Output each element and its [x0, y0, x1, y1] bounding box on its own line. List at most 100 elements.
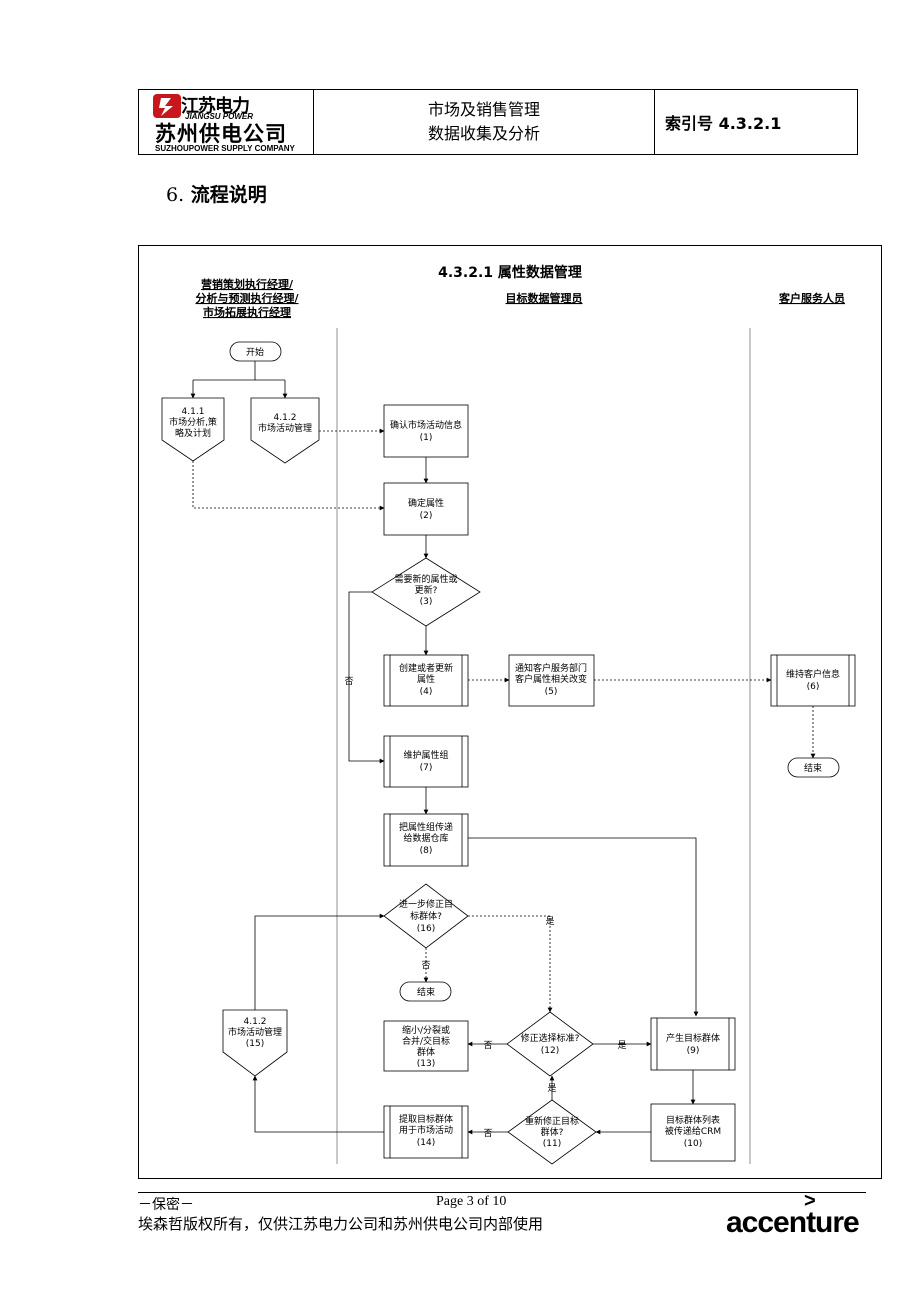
offpage-ref-4-1-1	[161, 397, 225, 462]
process-step-4	[383, 654, 469, 707]
process-step-8	[383, 813, 469, 867]
step10-id: (10)	[684, 1139, 702, 1149]
accenture-mark-icon: >	[804, 1190, 816, 1212]
start-label: 开始	[246, 346, 264, 358]
decision11-line2: 群体?	[541, 1126, 564, 1138]
step1-line1: 确认市场活动信息	[390, 419, 462, 431]
decision12-no-label: 否	[483, 1040, 492, 1051]
step8-line2: 给数据仓库	[403, 832, 448, 844]
step14-line1: 提取目标群体	[399, 1113, 453, 1125]
decision-12	[506, 1011, 594, 1077]
ref-411-num: 4.1.1	[182, 407, 205, 417]
step7-line1: 维护属性组	[403, 749, 448, 761]
decision16-yes-label: 是	[545, 916, 554, 927]
end2-label: 结束	[417, 986, 435, 998]
document-title: 市场及销售管理 数据收集及分析	[314, 90, 655, 154]
lane2-header: 目标数据管理员	[506, 291, 583, 305]
step13-id: (13)	[417, 1059, 435, 1069]
index-number: 索引号 4.3.2.1	[665, 114, 782, 133]
ref-412a-num: 4.1.2	[274, 413, 297, 423]
decision3-line1: 需要新的属性或	[394, 573, 457, 585]
process-step-14	[383, 1105, 469, 1159]
step8-line1: 把属性组传递	[399, 821, 453, 833]
process-flowchart: 4.3.2.1 属性数据管理 营销策划执行经理/ 分析与预测执行经理/ 市场拓展…	[138, 245, 882, 1179]
decision16-line2: 标群体?	[410, 910, 442, 922]
end-terminator-1	[787, 757, 840, 778]
decision12-line1: 修正选择标准?	[521, 1032, 580, 1044]
end-terminator-2	[399, 981, 452, 1002]
step4-line1: 创建或者更新	[399, 662, 453, 674]
flowchart-canvas: 4.3.2.1 属性数据管理 营销策划执行经理/ 分析与预测执行经理/ 市场拓展…	[161, 264, 856, 1165]
title-line-2: 数据收集及分析	[427, 124, 540, 143]
decision3-line2: 更新?	[415, 584, 438, 596]
decision3-no-label: 否	[344, 676, 353, 687]
decision11-yes-label: 是	[547, 1083, 556, 1094]
step4-line2: 属性	[417, 673, 435, 685]
step13-line2: 合并/交目标	[402, 1035, 450, 1047]
logo-company-text: 苏州供电公司	[155, 122, 287, 146]
decision11-no-label: 否	[483, 1128, 492, 1139]
footer-divider	[138, 1192, 866, 1193]
company-logo: 江苏电力 JIANGSU POWER 苏州供电公司 SUZHOUPOWER SU…	[139, 90, 314, 154]
process-step-1	[383, 404, 469, 458]
offpage-ref-4-1-2-top	[250, 397, 320, 464]
logo-brand-en: JIANGSU POWER	[185, 112, 254, 121]
step10-line2: 被传递给CRM	[665, 1125, 721, 1137]
decision12-id: (12)	[541, 1046, 559, 1056]
decision12-yes-label: 是	[617, 1040, 626, 1051]
step13-line3: 群体	[417, 1046, 435, 1058]
ref-412b-line1: 市场活动管理	[228, 1026, 282, 1038]
step14-id: (14)	[417, 1138, 435, 1148]
document-header: 江苏电力 JIANGSU POWER 苏州供电公司 SUZHOUPOWER SU…	[138, 89, 858, 155]
step4-id: (4)	[420, 687, 433, 697]
decision11-id: (11)	[543, 1139, 561, 1149]
step7-id: (7)	[420, 763, 433, 773]
step5-id: (5)	[545, 687, 558, 697]
decision16-no-label: 否	[421, 960, 430, 971]
decision11-line1: 重新修正目标	[525, 1115, 579, 1127]
logo-brand-text: 江苏电力	[181, 96, 250, 117]
jiangsu-power-logo-icon	[153, 94, 181, 118]
ref-411-line2: 略及计划	[175, 427, 211, 439]
ref-411-line1: 市场分析,策	[169, 416, 217, 428]
logo-company-en: SUZHOUPOWER SUPPLY COMPANY	[155, 144, 295, 153]
step2-line1: 确定属性	[408, 497, 444, 509]
process-step-2	[383, 482, 469, 536]
decision3-id: (3)	[420, 597, 433, 607]
ref-412a-line1: 市场活动管理	[258, 422, 312, 434]
step2-id: (2)	[420, 511, 433, 521]
step8-id: (8)	[420, 846, 433, 856]
title-line-1: 市场及销售管理	[427, 100, 540, 119]
confidential-label: －保密－	[138, 1197, 194, 1213]
step6-id: (6)	[807, 682, 820, 692]
accenture-logo: accenture	[726, 1206, 860, 1239]
offpage-ref-4-1-2-bottom	[222, 1009, 288, 1077]
process-step-9	[650, 1017, 736, 1071]
decision16-id: (16)	[417, 924, 435, 934]
process-step-13	[383, 1020, 469, 1072]
process-step-10	[650, 1103, 736, 1162]
lane1-header-line2: 分析与预测执行经理/	[195, 291, 299, 305]
diagram-title: 4.3.2.1 属性数据管理	[438, 264, 582, 281]
start-terminator	[229, 341, 282, 362]
ref-412b-line2: (15)	[246, 1039, 264, 1049]
lane1-header-line1: 营销策划执行经理/	[201, 277, 294, 291]
step6-line1: 维持客户信息	[786, 668, 840, 680]
copyright-notice: 埃森哲版权所有，仅供江苏电力公司和苏州供电公司内部使用	[138, 1215, 544, 1233]
end1-label: 结束	[804, 762, 822, 774]
section-title: 流程说明	[190, 184, 267, 206]
section-number: 6.	[166, 184, 185, 206]
step13-line1: 缩小/分裂或	[402, 1024, 450, 1036]
step1-id: (1)	[420, 433, 433, 443]
decision-11	[507, 1099, 597, 1165]
step14-line2: 用于市场活动	[399, 1124, 453, 1136]
step9-line1: 产生目标群体	[666, 1032, 720, 1044]
page-number: Page 3 of 10	[436, 1194, 507, 1209]
lane1-header-line3: 市场拓展执行经理	[203, 305, 291, 319]
section-heading: 6. 流程说明	[166, 180, 267, 207]
process-step-7	[383, 735, 469, 788]
process-step-6	[770, 654, 856, 707]
step5-line2: 客户属性相关改变	[515, 673, 587, 685]
step5-line1: 通知客户服务部门	[515, 662, 587, 674]
step10-line1: 目标群体列表	[666, 1114, 720, 1126]
